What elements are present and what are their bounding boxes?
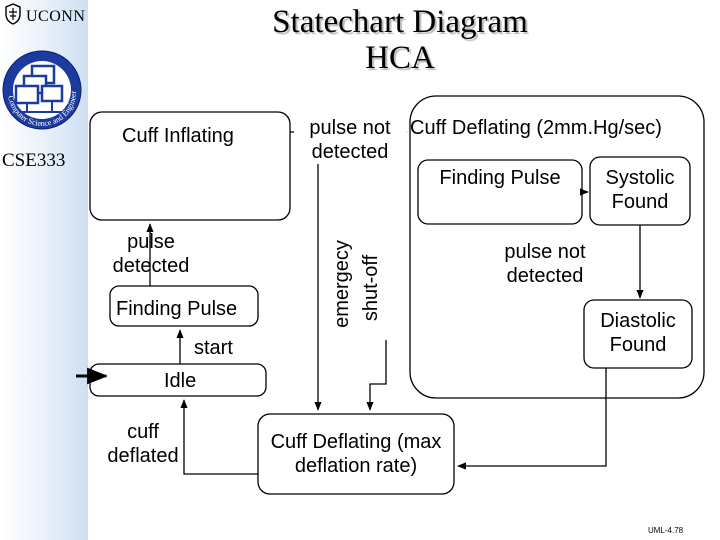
label-diastolic-found: Diastolic Found [600,310,676,356]
state-diastolic-found [583,299,693,369]
transition-emergency-from-deflating [366,340,387,411]
label-shutoff: shut-off [359,252,384,324]
state-finding-pulse [109,285,259,327]
slide-number: UML-4.78 [648,526,684,535]
label-pulse-not-detected-top: pulse not detected [294,116,406,164]
cse-department-logo: Computer Science and Engineering [2,30,82,130]
label-cuff-inflating: Cuff Inflating [122,125,234,147]
label-idle: Idle [164,370,197,392]
label-emergency: emergecy [329,238,354,330]
state-cuff-deflating-slow [409,95,705,399]
state-cuff-inflating [89,111,291,221]
label-cuff-deflating-slow: Cuff Deflating (2mm.Hg/sec) [410,117,662,139]
label-cuff-deflating-max: Cuff Deflating (max deflation rate) [270,431,442,477]
page-title: Statechart Diagram [272,4,528,40]
state-cuff-deflating-max [257,413,455,495]
label-pulse-not-detected-right: pulse not detected [504,241,586,287]
page-subtitle: HCA [365,40,435,76]
label-finding-pulse: Finding Pulse [116,298,238,320]
label-start: start [194,337,233,359]
label-systolic-found: Systolic Found [605,167,675,213]
transition-to-max-deflation [457,368,607,470]
label-cuff-deflated: cuff deflated [107,421,179,467]
label-finding-pulse-inner: Finding Pulse [439,167,561,189]
uconn-header: UCONN [4,2,88,28]
course-code: CSE333 [2,150,66,171]
university-name: UCONN [26,8,86,25]
label-pulse-detected-left: pulse detected [112,231,190,277]
transition-cuff-deflated [180,399,258,475]
uconn-seal-icon [5,3,21,25]
